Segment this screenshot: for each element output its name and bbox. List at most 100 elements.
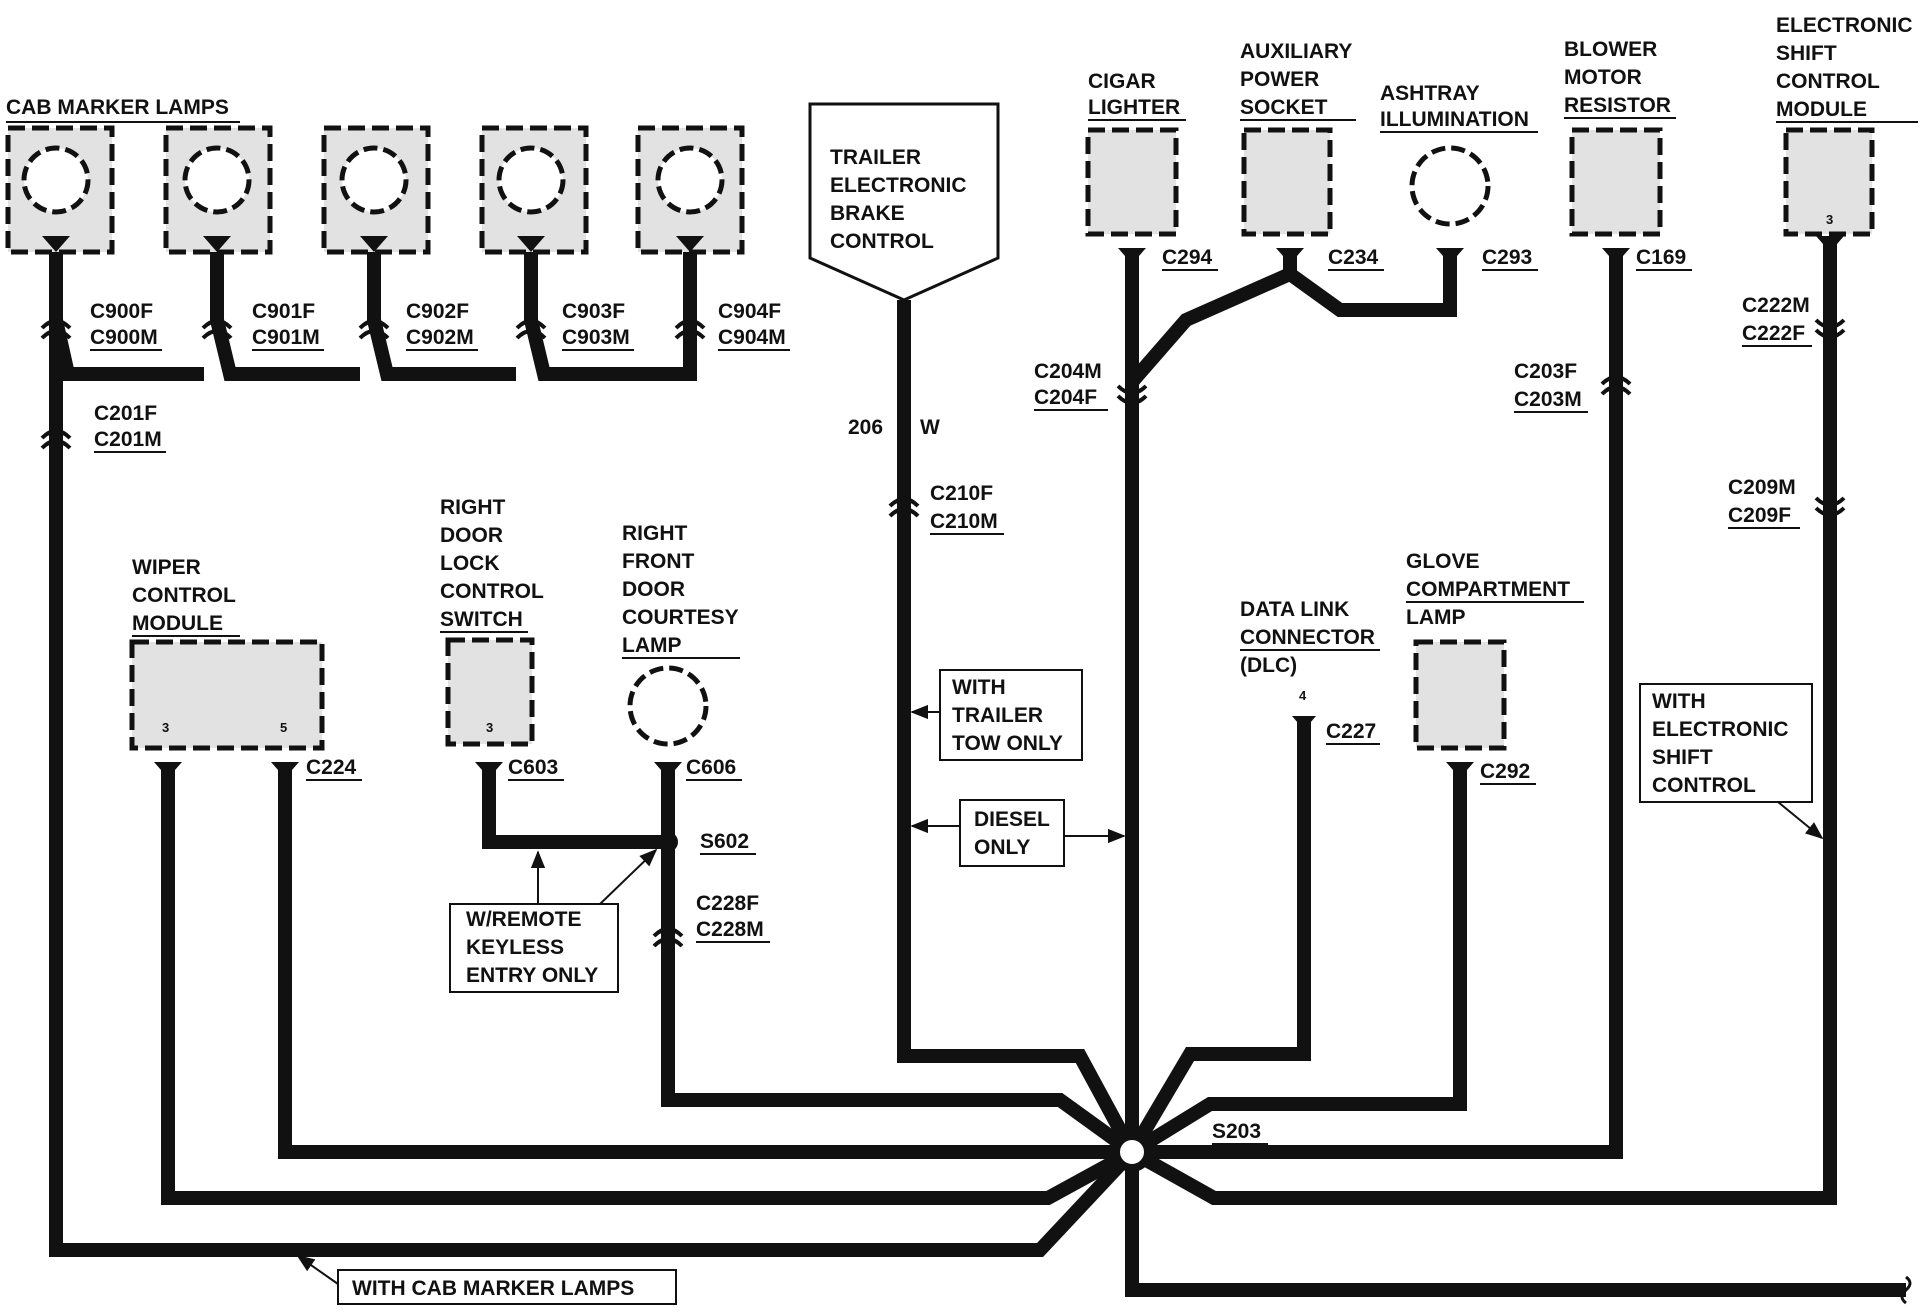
svg-text:POWER: POWER bbox=[1240, 68, 1319, 91]
svg-text:3: 3 bbox=[486, 720, 493, 735]
svg-text:C210F: C210F bbox=[930, 482, 993, 505]
wire-cab-marker-feed bbox=[49, 320, 1138, 1257]
svg-text:C209F: C209F bbox=[1728, 504, 1791, 527]
svg-text:CONTROL: CONTROL bbox=[132, 584, 236, 607]
wire-trailer-brake bbox=[897, 300, 1139, 1156]
svg-text:TOW ONLY: TOW ONLY bbox=[952, 732, 1063, 755]
svg-text:3: 3 bbox=[162, 720, 169, 735]
svg-text:CONTROL: CONTROL bbox=[1776, 70, 1880, 93]
cab-marker-lamp-5 bbox=[635, 125, 745, 255]
wire-ground-trunk bbox=[1125, 1152, 1906, 1297]
lamp-bulb-icon bbox=[339, 145, 409, 215]
svg-text:BRAKE: BRAKE bbox=[830, 202, 905, 225]
svg-text:GLOVE: GLOVE bbox=[1406, 550, 1480, 573]
svg-text:C203M: C203M bbox=[1514, 388, 1582, 411]
svg-text:C294: C294 bbox=[1162, 246, 1213, 269]
svg-text:(DLC): (DLC) bbox=[1240, 654, 1297, 677]
svg-text:C234: C234 bbox=[1328, 246, 1379, 269]
svg-text:COURTESY: COURTESY bbox=[622, 606, 739, 629]
svg-text:SWITCH: SWITCH bbox=[440, 608, 523, 631]
cab-marker-lamps-label: CAB MARKER LAMPS bbox=[6, 96, 229, 119]
svg-text:C204F: C204F bbox=[1034, 386, 1097, 409]
svg-text:C903M: C903M bbox=[562, 326, 630, 349]
svg-text:COMPARTMENT: COMPARTMENT bbox=[1406, 578, 1570, 601]
svg-text:ELECTRONIC: ELECTRONIC bbox=[1776, 14, 1913, 37]
wire-cab-lamp-2 bbox=[210, 236, 360, 381]
splice-s203-dot bbox=[1112, 1132, 1152, 1172]
svg-text:C201M: C201M bbox=[94, 428, 162, 451]
svg-text:C224: C224 bbox=[306, 756, 357, 779]
svg-text:C901F: C901F bbox=[252, 300, 315, 323]
svg-text:ASHTRAY: ASHTRAY bbox=[1380, 82, 1480, 105]
svg-text:C904F: C904F bbox=[718, 300, 781, 323]
cigar-lighter: CIGAR LIGHTER bbox=[1085, 70, 1186, 237]
wire-dlc bbox=[1125, 716, 1311, 1156]
svg-text:DOOR: DOOR bbox=[622, 578, 685, 601]
svg-text:LOCK: LOCK bbox=[440, 552, 500, 575]
svg-text:FRONT: FRONT bbox=[622, 550, 694, 573]
svg-text:AUXILIARY: AUXILIARY bbox=[1240, 40, 1352, 63]
wire-cab-lamp-4 bbox=[524, 236, 697, 381]
wire-shift-module bbox=[1128, 236, 1837, 1205]
svg-text:SHIFT: SHIFT bbox=[1652, 746, 1713, 769]
svg-text:C209M: C209M bbox=[1728, 476, 1796, 499]
wire-wiper-pin-3 bbox=[161, 762, 1136, 1205]
circuit-color: W bbox=[920, 416, 940, 439]
wire-door-lock-switch bbox=[482, 762, 668, 849]
svg-text:LIGHTER: LIGHTER bbox=[1088, 96, 1180, 119]
circuit-number: 206 bbox=[848, 416, 883, 439]
svg-text:CONTROL: CONTROL bbox=[440, 580, 544, 603]
svg-text:DIESEL: DIESEL bbox=[974, 808, 1050, 831]
splice-s203-label: S203 bbox=[1212, 1120, 1261, 1143]
svg-text:LAMP: LAMP bbox=[1406, 606, 1466, 629]
svg-text:WITH: WITH bbox=[952, 676, 1006, 699]
svg-text:WIPER: WIPER bbox=[132, 556, 201, 579]
cab-marker-lamp-3 bbox=[321, 125, 431, 255]
svg-text:TRAILER: TRAILER bbox=[952, 704, 1043, 727]
data-link-connector: DATA LINK CONNECTOR (DLC) 4 bbox=[1240, 598, 1380, 703]
svg-text:C292: C292 bbox=[1480, 760, 1530, 783]
connector-symbols bbox=[40, 236, 1846, 948]
svg-text:ELECTRONIC: ELECTRONIC bbox=[1652, 718, 1789, 741]
note-shift-control: WITH ELECTRONIC SHIFT CONTROL bbox=[1639, 683, 1824, 840]
svg-text:ONLY: ONLY bbox=[974, 836, 1030, 859]
ashtray-illumination: ASHTRAY ILLUMINATION bbox=[1380, 82, 1538, 227]
svg-text:C902F: C902F bbox=[406, 300, 469, 323]
svg-text:ILLUMINATION: ILLUMINATION bbox=[1380, 108, 1529, 131]
svg-text:C900M: C900M bbox=[90, 326, 158, 349]
svg-text:MODULE: MODULE bbox=[132, 612, 223, 635]
note-cab-marker-lamps: WITH CAB MARKER LAMPS bbox=[296, 1254, 677, 1305]
note-diesel: DIESEL ONLY bbox=[910, 799, 1126, 867]
wire-ashtray bbox=[1285, 248, 1457, 317]
right-door-lock-control-switch: RIGHT DOOR LOCK CONTROL SWITCH 3 bbox=[440, 496, 544, 747]
svg-text:RESISTOR: RESISTOR bbox=[1564, 94, 1671, 117]
svg-text:RIGHT: RIGHT bbox=[622, 522, 688, 545]
svg-text:C228M: C228M bbox=[696, 918, 764, 941]
svg-text:5: 5 bbox=[280, 720, 287, 735]
svg-text:CIGAR: CIGAR bbox=[1088, 70, 1156, 93]
svg-text:4: 4 bbox=[1299, 688, 1307, 703]
svg-text:C222M: C222M bbox=[1742, 294, 1810, 317]
svg-text:3: 3 bbox=[1826, 212, 1833, 227]
wire-cab-lamp-3 bbox=[367, 236, 516, 381]
lamp-bulb-icon bbox=[1409, 145, 1491, 227]
svg-text:C228F: C228F bbox=[696, 892, 759, 915]
svg-text:CONTROL: CONTROL bbox=[1652, 774, 1756, 797]
auxiliary-power-socket: AUXILIARY POWER SOCKET bbox=[1240, 40, 1356, 237]
wire-wiper-pin-5 bbox=[278, 762, 1132, 1159]
svg-text:C293: C293 bbox=[1482, 246, 1532, 269]
lamp-bulb-icon bbox=[182, 145, 252, 215]
svg-text:ENTRY ONLY: ENTRY ONLY bbox=[466, 964, 598, 987]
svg-text:CONTROL: CONTROL bbox=[830, 230, 934, 253]
svg-text:C901M: C901M bbox=[252, 326, 320, 349]
svg-text:C603: C603 bbox=[508, 756, 558, 779]
svg-text:C201F: C201F bbox=[94, 402, 157, 425]
lamp-bulb-icon bbox=[21, 145, 91, 215]
svg-text:C903F: C903F bbox=[562, 300, 625, 323]
wiper-control-module: WIPER CONTROL MODULE 3 5 bbox=[129, 556, 325, 751]
right-front-door-courtesy-lamp: RIGHT FRONT DOOR COURTESY LAMP bbox=[622, 522, 740, 747]
svg-text:C169: C169 bbox=[1636, 246, 1686, 269]
splice-s602-dot bbox=[658, 832, 678, 852]
svg-text:C203F: C203F bbox=[1514, 360, 1577, 383]
